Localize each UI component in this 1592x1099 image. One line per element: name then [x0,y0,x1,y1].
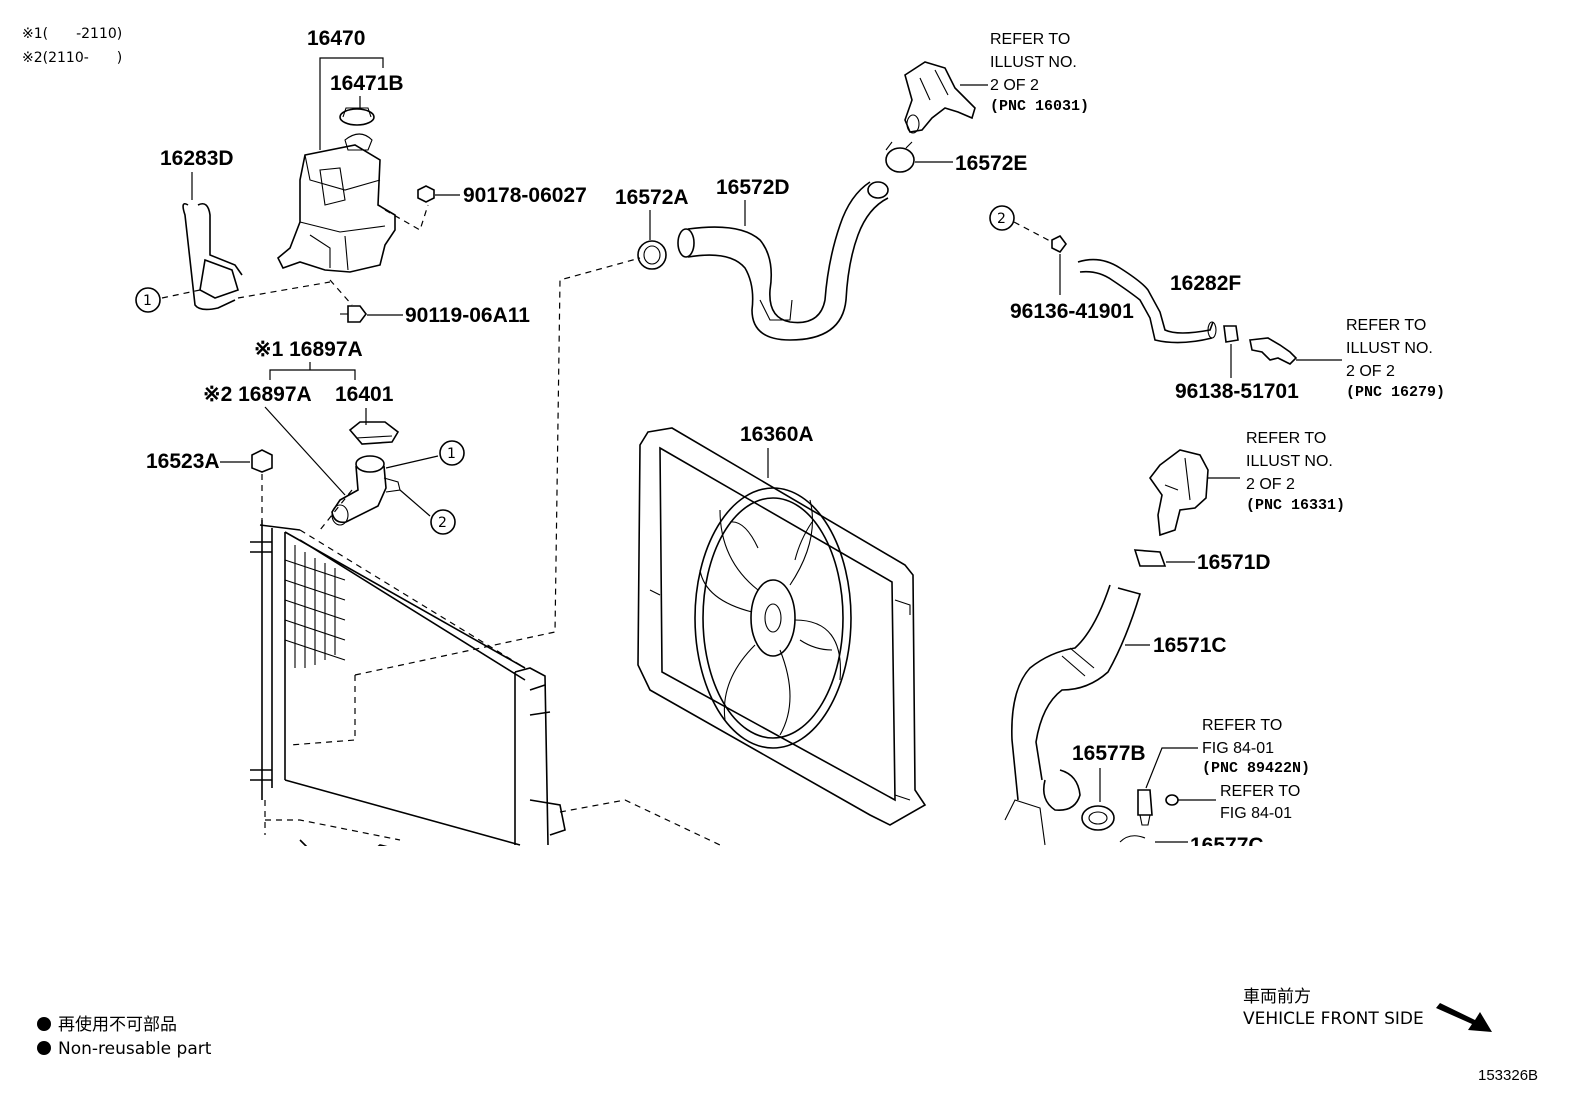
nut-90178-illustration [417,185,435,203]
reservoir-cap-illustration [339,107,375,126]
circle-1-text: 1 [143,293,152,309]
label-96136-41901[interactable]: 96136-41901 [1010,300,1134,323]
circle-marker-1 [135,287,161,313]
ref2-pnc: (PNC 16279) [1346,384,1445,401]
cushion-16523A-illustration [251,449,273,473]
lower-hose-illustration [1004,584,1142,846]
fan-shroud-illustration [637,427,927,826]
radiator-cap-illustration [348,421,400,445]
water-inlet-illustration [1149,449,1209,537]
ref2-line1: REFER TO [1346,317,1426,334]
ref3-line3: 2 OF 2 [1246,476,1295,493]
sensor-89422N-illustration [1137,789,1153,826]
figure-id: 153326B [1478,1067,1538,1084]
label-16470[interactable]: 16470 [307,27,365,50]
front-arrow-icon [1436,1003,1492,1032]
water-outlet-illustration [904,61,976,134]
hose-16283D-illustration [182,202,243,311]
note-2: ※2(2110- ) [22,50,122,66]
ref4-line1: REFER TO [1202,717,1282,734]
label-16471B[interactable]: 16471B [330,72,404,95]
radiator-illustration [250,520,566,863]
ref3-line2: ILLUST NO. [1246,453,1333,470]
legend-bullet-en [37,1041,51,1055]
ref4-line2: FIG 84-01 [1202,740,1274,757]
clamp-16572A-illustration [637,240,667,270]
circle-2b-text: 2 [997,211,1006,227]
legend-en: Non-reusable part [58,1039,212,1059]
bolt-90119-illustration [340,305,367,323]
label-16282F[interactable]: 16282F [1170,272,1241,295]
clamp-16577B-illustration [1081,805,1115,831]
label-16897A-note2[interactable]: ※2 16897A [203,383,312,406]
ref1-pnc: (PNC 16031) [990,98,1089,115]
label-16572A[interactable]: 16572A [615,186,689,209]
upper-hose-illustration [677,181,889,341]
ref1-line1: REFER TO [990,31,1070,48]
reservoir-tank-illustration [277,133,396,273]
ref5-line2: FIG 84-01 [1220,805,1292,822]
label-16523A[interactable]: 16523A [146,450,220,473]
direction-en: VEHICLE FRONT SIDE [1243,1009,1424,1029]
label-16571C[interactable]: 16571C [1153,634,1227,657]
legend-jp: 再使用不可部品 [58,1014,177,1035]
label-16283D[interactable]: 16283D [160,147,234,170]
ref3-pnc: (PNC 16331) [1246,497,1345,514]
label-16897A-note1[interactable]: ※1 16897A [254,338,363,361]
ref1-line2: ILLUST NO. [990,54,1077,71]
label-90178-06027[interactable]: 90178-06027 [463,184,587,207]
label-16572D[interactable]: 16572D [716,176,790,199]
label-16571D[interactable]: 16571D [1197,551,1271,574]
label-16577B[interactable]: 16577B [1072,742,1146,765]
label-16401[interactable]: 16401 [335,383,394,406]
clip-96138-illustration [1223,325,1239,343]
hose-16282F-illustration [1077,258,1217,344]
ref1-line3: 2 OF 2 [990,77,1039,94]
label-90119-06A11[interactable]: 90119-06A11 [405,304,530,327]
note-1: ※1( -2110) [22,26,122,42]
ref2-line2: ILLUST NO. [1346,340,1433,357]
ref4-pnc: (PNC 89422N) [1202,760,1310,777]
legend-bullet-jp [37,1017,51,1031]
circle-2-text: 2 [438,515,447,531]
clip-96136-illustration [1051,234,1067,254]
direction-jp: 車両前方 [1243,987,1311,1007]
clamp-16572E-illustration [885,141,915,173]
filler-neck-illustration [331,455,401,526]
label-96138-51701[interactable]: 96138-51701 [1175,380,1299,403]
circle-marker-2 [430,509,456,535]
pipe-16279-illustration [1249,337,1298,365]
ref2-line3: 2 OF 2 [1346,363,1395,380]
ref5-line1: REFER TO [1220,783,1300,800]
label-16572E[interactable]: 16572E [955,152,1027,175]
clip-ref5-illustration [1165,794,1179,806]
crop-mask [0,846,1592,1099]
ref3-line1: REFER TO [1246,430,1326,447]
circle-marker-2b [989,205,1015,231]
circle-marker-1b [439,440,465,466]
clip-16571D-illustration [1133,549,1167,567]
circle-1b-text: 1 [447,446,456,462]
label-16360A[interactable]: 16360A [740,423,814,446]
